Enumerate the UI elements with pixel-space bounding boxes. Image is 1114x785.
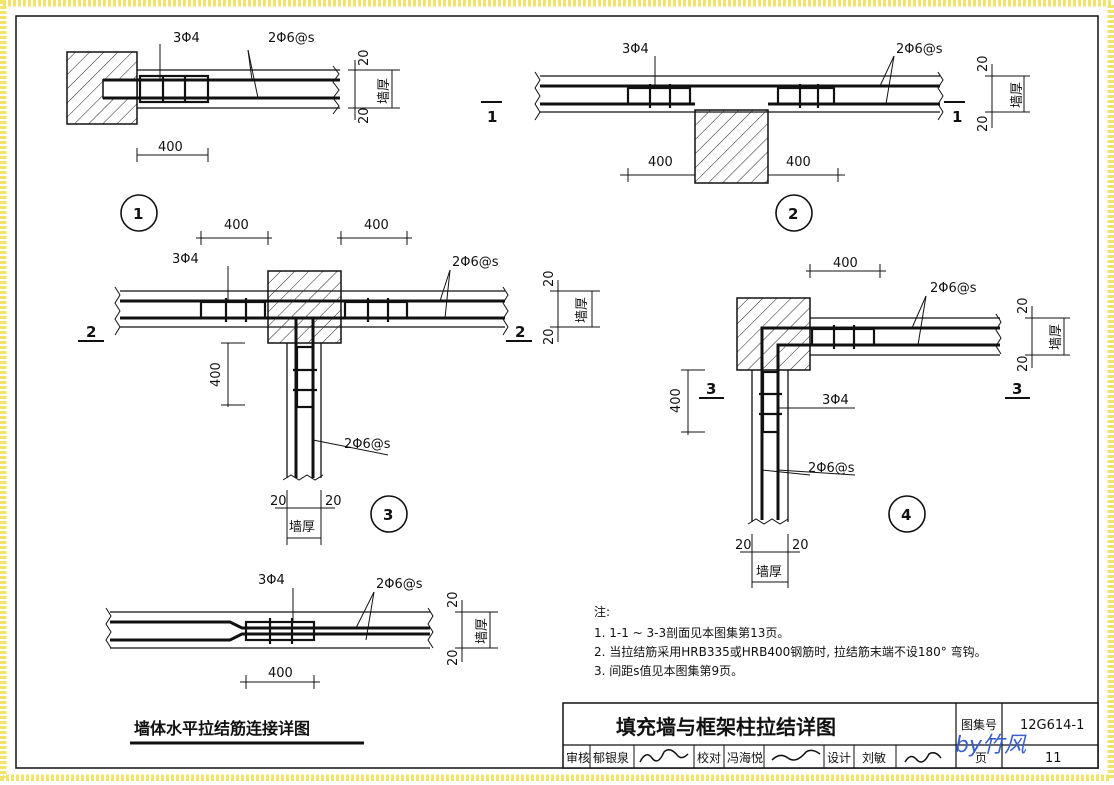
lap-title: 墙体水平拉结筋连接详图 <box>134 719 310 738</box>
detail-1: 3Φ4 2Φ6@s 400 20 20 墙厚 1 <box>66 31 400 232</box>
detail-3-number: 3 <box>383 506 393 524</box>
note-3: 3. 间距s值见本图集第9页。 <box>594 663 743 678</box>
detail-3-dim-bottom: 20 <box>542 328 557 345</box>
lap-tie-label: 3Φ4 <box>258 573 285 588</box>
detail-1-dim-top: 20 <box>357 49 372 66</box>
lap-detail: 3Φ4 2Φ6@s 400 20 20 墙厚 墙体水平拉结筋连接详图 <box>105 573 498 745</box>
detail-2: 3Φ4 2Φ6@s 400 400 1 1 20 20 墙厚 2 <box>481 42 1030 232</box>
detail-4-number: 4 <box>901 506 911 524</box>
detail-3-dim-bl: 20 <box>270 494 287 509</box>
row-check-label: 校对 <box>697 750 721 765</box>
lap-dim-length: 400 <box>268 666 293 681</box>
detail-3-dim-top: 20 <box>542 270 557 287</box>
detail-4-section-left: 3 <box>706 380 716 398</box>
detail-4: 400 2Φ6@s 3Φ4 2Φ6@s 400 3 3 20 20 墙厚 20 … <box>669 256 1070 588</box>
detail-4-dim-bottom: 20 <box>1016 355 1031 372</box>
detail-3-dim-right: 400 <box>364 218 389 233</box>
atlas-label: 图集号 <box>961 717 997 732</box>
detail-4-rebar-v-label: 2Φ6@s <box>808 461 855 476</box>
detail-1-wall-label: 墙厚 <box>377 78 392 104</box>
detail-2-section-left: 1 <box>487 108 497 126</box>
detail-4-dim-vert: 400 <box>669 388 684 413</box>
notes-heading: 注: <box>594 604 610 619</box>
note-1: 1. 1-1 ~ 3-3剖面见本图集第13页。 <box>594 625 789 640</box>
detail-4-wall-label: 墙厚 <box>1049 324 1064 350</box>
row-review-label: 审核 <box>566 750 590 765</box>
detail-4-rebar-h-label: 2Φ6@s <box>930 281 977 296</box>
detail-3-rebar-v-label: 2Φ6@s <box>344 437 391 452</box>
detail-3-section-left: 2 <box>86 323 96 341</box>
detail-2-wall-label: 墙厚 <box>1010 82 1025 108</box>
detail-1-circle <box>120 194 158 232</box>
note-2: 2. 当拉结筋采用HRB335或HRB400钢筋时, 拉结筋末端不设180° 弯… <box>594 644 987 659</box>
row-design-name: 刘敏 <box>862 750 886 765</box>
detail-3: 400 400 3Φ4 2Φ6@s 2Φ6@s 400 2 2 20 20 墙厚… <box>78 218 600 545</box>
title-block: 填充墙与框架柱拉结详图 图集号 12G614-1 审核 郁银泉 校对 冯海悦 设… <box>562 702 1099 769</box>
detail-3-circle <box>370 495 408 533</box>
detail-1-dim-bottom: 20 <box>357 107 372 124</box>
detail-3-tie-label: 3Φ4 <box>172 252 199 267</box>
detail-4-tie-label: 3Φ4 <box>822 393 849 408</box>
detail-4-circle <box>888 495 926 533</box>
row-page-label: 页 <box>975 751 987 765</box>
detail-2-dim-left: 400 <box>648 155 673 170</box>
detail-1-rebar-label: 2Φ6@s <box>268 31 315 46</box>
detail-2-dim-top: 20 <box>976 55 991 72</box>
detail-3-section-right: 2 <box>515 323 525 341</box>
row-design-label: 设计 <box>827 751 851 765</box>
lap-wall-label: 墙厚 <box>475 618 490 644</box>
page-number: 11 <box>1045 751 1062 766</box>
atlas-number: 12G614-1 <box>1020 718 1084 733</box>
detail-1-dim-length: 400 <box>158 140 183 155</box>
detail-2-number: 2 <box>788 205 798 223</box>
signature-designer <box>904 751 942 763</box>
detail-4-dim-top-len: 400 <box>833 256 858 271</box>
detail-2-rebar-label: 2Φ6@s <box>896 42 943 57</box>
detail-1-number: 1 <box>133 205 143 223</box>
detail-3-dim-left: 400 <box>224 218 249 233</box>
frame-line <box>15 15 1099 769</box>
detail-1-tie-label: 3Φ4 <box>173 31 200 46</box>
watermark: by竹风 <box>955 733 1027 758</box>
column-block <box>267 270 342 344</box>
detail-2-circle <box>775 194 813 232</box>
detail-3-wall-label: 墙厚 <box>575 297 590 323</box>
lap-dim-top: 20 <box>446 591 461 608</box>
signature-checker <box>771 749 821 761</box>
lap-dim-bottom: 20 <box>446 649 461 666</box>
drawing-title: 填充墙与框架柱拉结详图 <box>616 715 836 739</box>
detail-4-dim-top: 20 <box>1016 297 1031 314</box>
detail-2-tie-label: 3Φ4 <box>622 42 649 57</box>
detail-4-dim-bl: 20 <box>735 538 752 553</box>
notes: 注: 1. 1-1 ~ 3-3剖面见本图集第13页。 2. 当拉结筋采用HRB3… <box>594 604 987 678</box>
signature-reviewer <box>639 749 689 763</box>
rebar-hook <box>102 79 138 99</box>
row-check-name: 冯海悦 <box>727 750 763 765</box>
column-block <box>694 109 769 184</box>
detail-3-dim-br: 20 <box>325 494 342 509</box>
detail-3-rebar-h-label: 2Φ6@s <box>452 255 499 270</box>
detail-3-wall-v-label: 墙厚 <box>289 520 315 535</box>
row-review-name: 郁银泉 <box>593 750 629 765</box>
detail-3-dim-vert: 400 <box>209 362 224 387</box>
detail-4-section-right: 3 <box>1012 380 1022 398</box>
detail-4-dim-br: 20 <box>792 538 809 553</box>
detail-2-dim-right: 400 <box>786 155 811 170</box>
detail-2-section-right: 1 <box>952 108 962 126</box>
detail-4-wall-v-label: 墙厚 <box>756 565 782 580</box>
lap-rebar-label: 2Φ6@s <box>376 577 423 592</box>
detail-2-dim-bottom: 20 <box>976 115 991 132</box>
column-block <box>736 297 811 371</box>
